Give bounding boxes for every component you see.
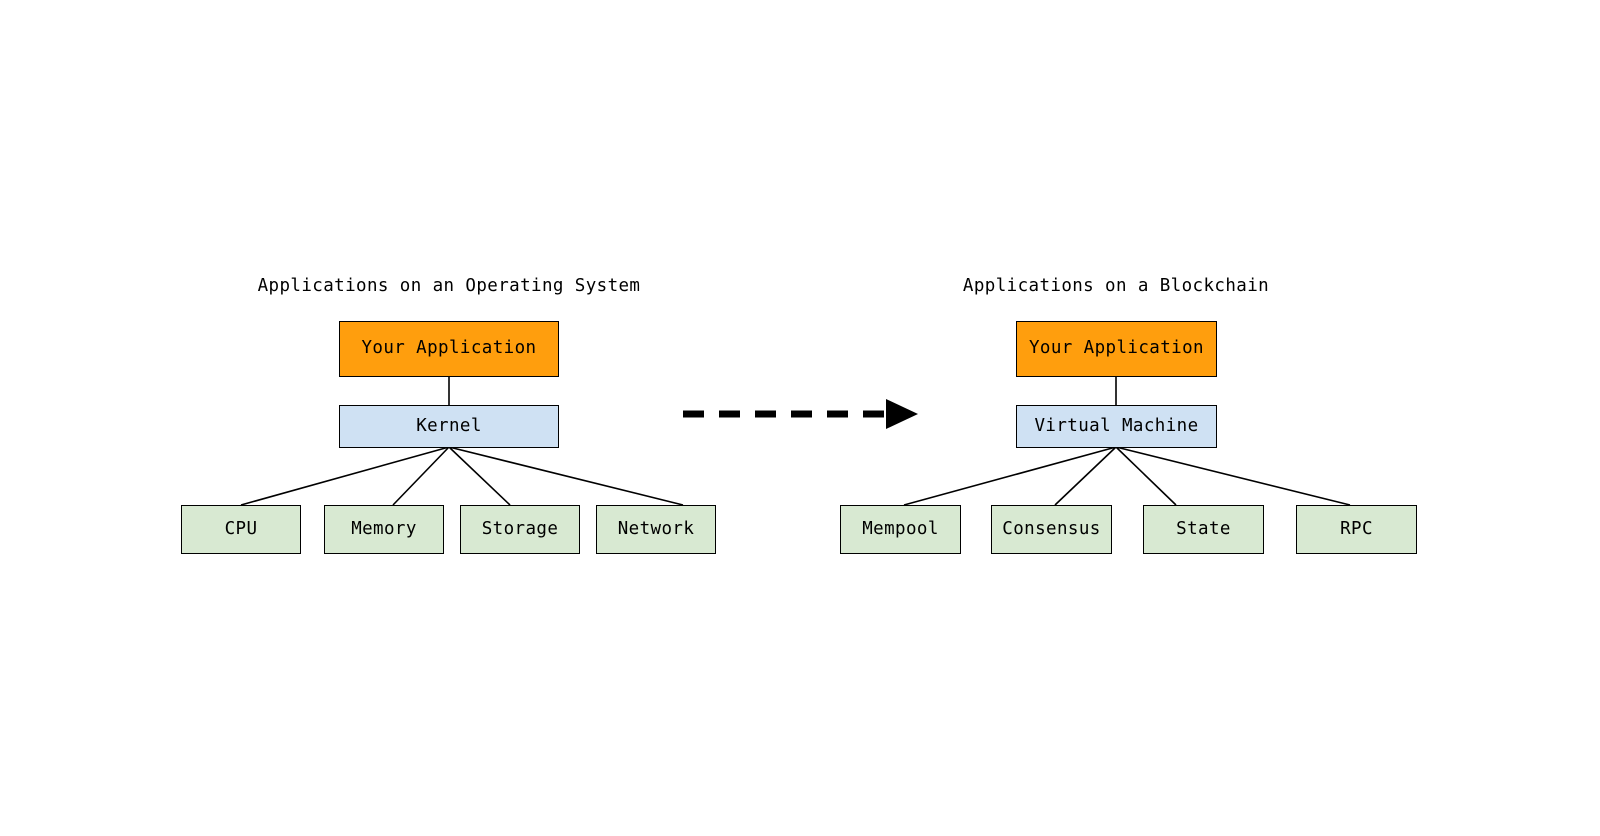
left-application-label: Your Application	[361, 338, 537, 359]
left-resource-label-cpu: CPU	[224, 518, 258, 539]
right-panel-title: Applications on a Blockchain	[962, 276, 1270, 296]
edge-right-vm-to-consensus	[1054, 446, 1117, 506]
right-resource-node-state[interactable]: State	[1143, 505, 1264, 554]
left-resource-node-storage[interactable]: Storage	[460, 505, 580, 554]
right-application-label: Your Application	[1029, 338, 1204, 359]
transition-arrow	[683, 399, 918, 429]
left-resource-label-memory: Memory	[351, 518, 417, 539]
right-runtime-node[interactable]: Virtual Machine	[1016, 405, 1217, 448]
right-resource-label-state: State	[1176, 518, 1231, 539]
left-panel-title: Applications on an Operating System	[257, 276, 641, 296]
left-runtime-label: Kernel	[416, 415, 482, 436]
right-resource-label-mempool: Mempool	[862, 518, 939, 539]
left-resource-label-network: Network	[617, 518, 695, 539]
transition-arrow-head	[886, 399, 918, 429]
edge-right-vm-to-rpc	[1115, 446, 1351, 506]
edge-right-vm-to-mempool	[903, 446, 1117, 506]
right-resource-node-rpc[interactable]: RPC	[1296, 505, 1417, 554]
left-resource-node-memory[interactable]: Memory	[324, 505, 444, 554]
right-resource-label-consensus: Consensus	[1002, 518, 1101, 539]
left-runtime-node[interactable]: Kernel	[339, 405, 559, 448]
edge-left-kernel-to-network	[448, 446, 684, 506]
left-resource-label-storage: Storage	[481, 518, 559, 539]
left-application-node[interactable]: Your Application	[339, 321, 559, 377]
edge-right-vm-to-state	[1115, 446, 1177, 506]
right-resource-node-mempool[interactable]: Mempool	[840, 505, 961, 554]
edge-left-kernel-to-cpu	[240, 446, 450, 506]
right-application-node[interactable]: Your Application	[1016, 321, 1217, 377]
left-resource-node-network[interactable]: Network	[596, 505, 716, 554]
right-resource-label-rpc: RPC	[1340, 518, 1373, 539]
edge-left-kernel-to-storage	[448, 446, 511, 506]
edge-left-kernel-to-memory	[392, 446, 450, 506]
left-resource-node-cpu[interactable]: CPU	[181, 505, 301, 554]
right-runtime-label: Virtual Machine	[1034, 415, 1199, 436]
right-resource-node-consensus[interactable]: Consensus	[991, 505, 1112, 554]
